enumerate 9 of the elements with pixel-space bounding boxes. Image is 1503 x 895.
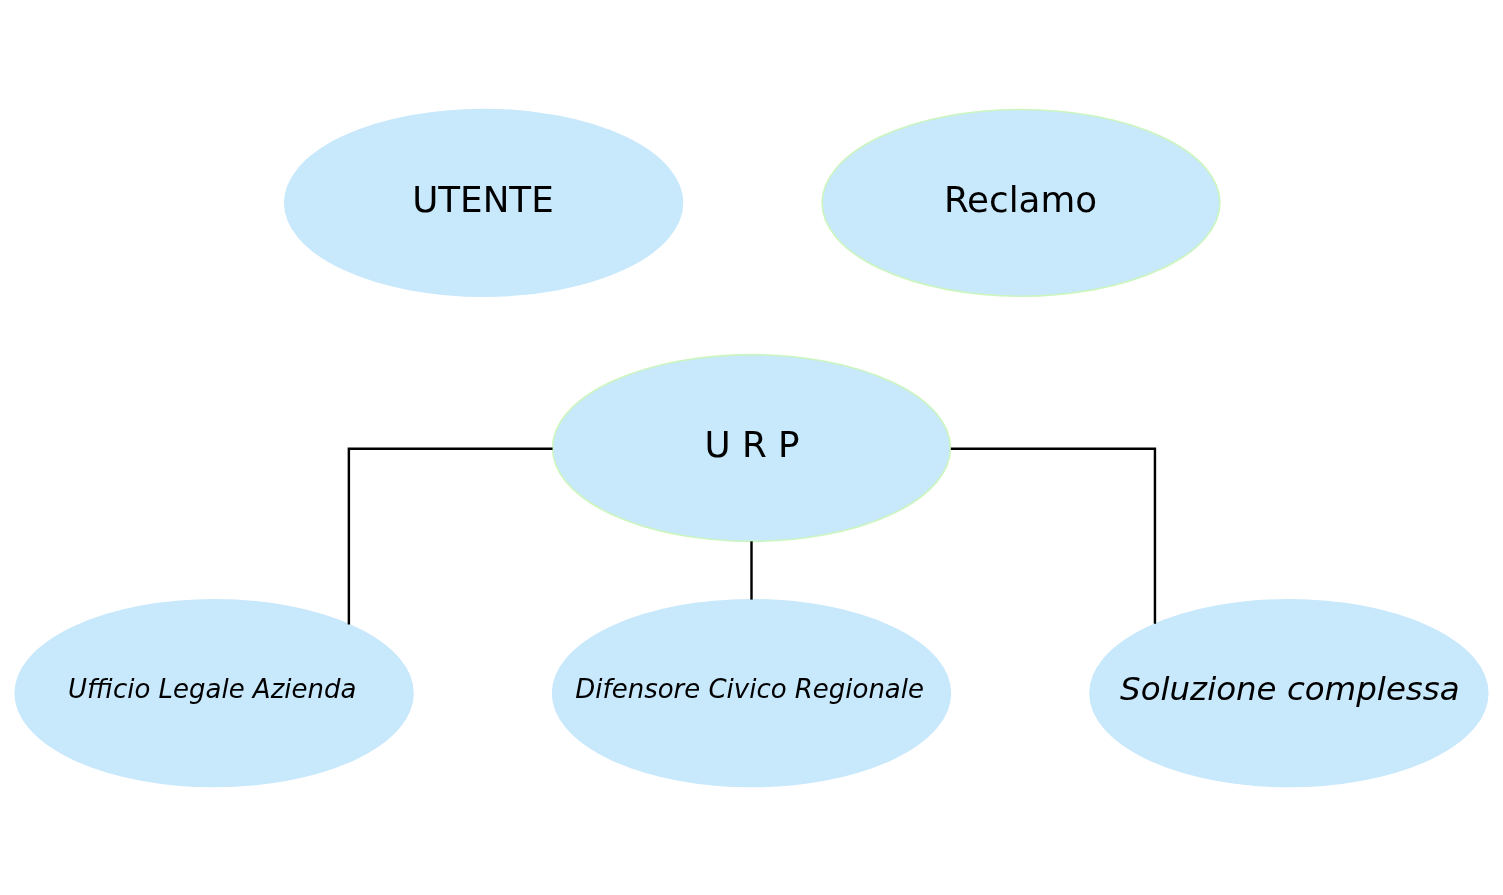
node-ellipse: UTENTE (283, 108, 684, 297)
node-ellipse: Ufficio Legale Azienda (14, 598, 414, 787)
node-ellipse: Soluzione complessa (1089, 598, 1489, 787)
connector (750, 540, 753, 600)
connector (347, 447, 553, 624)
connector (950, 447, 1157, 624)
node-ellipse: U R P (551, 353, 952, 542)
node-ellipse: Reclamo (821, 108, 1221, 297)
node-ellipse: Difensore Civico Regionale (551, 598, 952, 787)
